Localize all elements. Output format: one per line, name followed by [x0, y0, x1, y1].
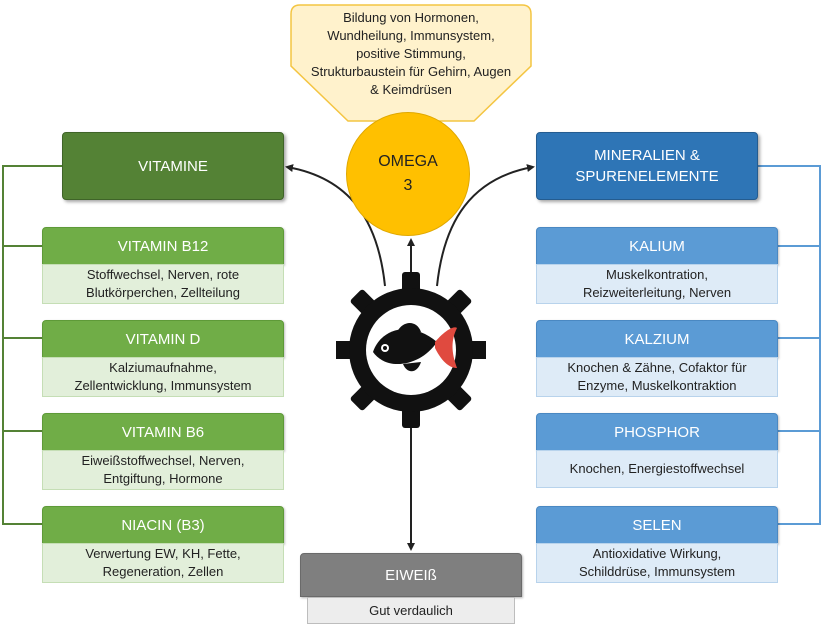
vitamin-b12-description: Stoffwechsel, Nerven, rote Blutkörperche… — [42, 264, 284, 304]
mineralien-header: MINERALIEN & SPURENELEMENTE — [536, 132, 758, 200]
vitamin-d-description: Kalziumaufnahme, Zellentwicklung, Immuns… — [42, 357, 284, 397]
omega-3-circle: OMEGA 3 — [346, 112, 470, 236]
vitamin-b12-title: VITAMIN B12 — [42, 227, 284, 265]
eiweiss-title: EIWEIß — [300, 553, 522, 597]
fish-in-gear-icon — [336, 272, 486, 428]
vitamine-bracket — [2, 165, 62, 525]
mineralien-header-label: MINERALIEN & SPURENELEMENTE — [575, 147, 719, 185]
selen-title: SELEN — [536, 506, 778, 544]
arrow-to-mineralien — [436, 164, 535, 287]
phosphor-title: PHOSPHOR — [536, 413, 778, 451]
kalium-description: Muskelkontration, Reizweiterleitung, Ner… — [536, 264, 778, 304]
eiweiss-description: Gut verdaulich — [307, 597, 515, 624]
kalzium-description: Knochen & Zähne, Cofaktor für Enzyme, Mu… — [536, 357, 778, 397]
vitamin-d-title: VITAMIN D — [42, 320, 284, 358]
kalzium-title: KALZIUM — [536, 320, 778, 358]
mineralien-bracket — [758, 165, 821, 525]
vitamin-b6-title: VITAMIN B6 — [42, 413, 284, 451]
selen-description: Antioxidative Wirkung, Schilddrüse, Immu… — [536, 543, 778, 583]
omega-description-box — [290, 4, 532, 122]
omega-description: Bildung von Hormonen, Wundheilung, Immun… — [310, 10, 512, 97]
vitamin-b6-description: Eiweißstoffwechsel, Nerven, Entgiftung, … — [42, 450, 284, 490]
vitamine-header: VITAMINE — [62, 132, 284, 200]
kalium-title: KALIUM — [536, 227, 778, 265]
niacin-title: NIACIN (B3) — [42, 506, 284, 544]
phosphor-description: Knochen, Energiestoffwechsel — [536, 450, 778, 488]
niacin-description: Verwertung EW, KH, Fette, Regeneration, … — [42, 543, 284, 583]
